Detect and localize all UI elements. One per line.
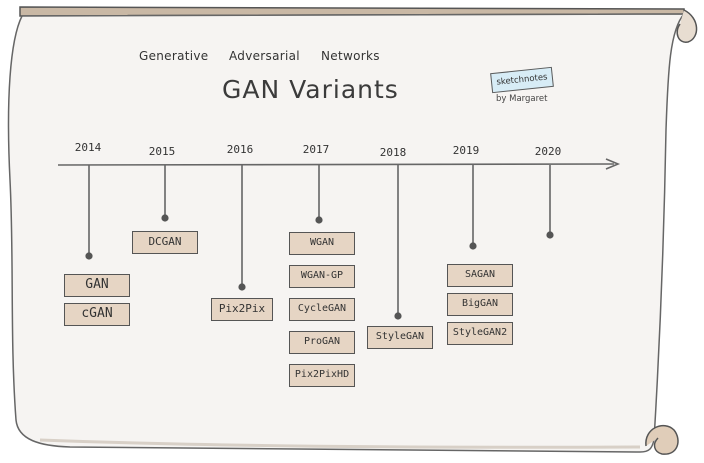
timeline-dot [546,231,554,239]
subtitle-word: Generative [134,49,214,64]
variant-box: DCGAN [132,231,198,254]
year-label: 2014 [74,141,102,154]
variant-box: SAGAN [447,264,513,287]
year-label: 2020 [534,145,562,158]
scroll-bottom-curl [645,425,679,455]
year-label: 2017 [302,143,330,156]
variant-box: WGAN [289,232,355,255]
variant-box: CycleGAN [289,298,355,321]
timeline-stems [85,165,554,320]
year-label: 2016 [226,143,254,156]
variant-box: BigGAN [447,293,513,316]
timeline-arrowhead [605,158,621,170]
timeline-dot [161,214,169,222]
year-label: 2015 [148,145,176,158]
page-title: GAN Variants [222,75,399,104]
subtitle-word: Adversarial [225,49,304,64]
year-label: 2018 [379,146,407,159]
timeline-dot [85,252,93,260]
year-label: 2019 [452,144,480,157]
timeline-axis [57,163,615,166]
variant-box: StyleGAN [367,326,433,349]
variant-box: cGAN [64,303,130,326]
scroll-right-curl [676,9,698,43]
scroll-bottom-shadow [39,438,641,449]
timeline-dot [394,312,402,320]
variant-box: StyleGAN2 [447,322,513,345]
variant-box: ProGAN [289,331,355,354]
variant-box: GAN [64,274,130,297]
author-byline: by Margaret [496,94,548,104]
variant-box: Pix2Pix [211,298,273,321]
variant-box: Pix2PixHD [289,364,355,387]
timeline-dot [469,242,477,250]
timeline-dot [315,216,323,224]
subtitle-word: Networks [317,49,384,64]
variant-box: WGAN-GP [289,265,355,288]
timeline-dot [238,283,246,291]
